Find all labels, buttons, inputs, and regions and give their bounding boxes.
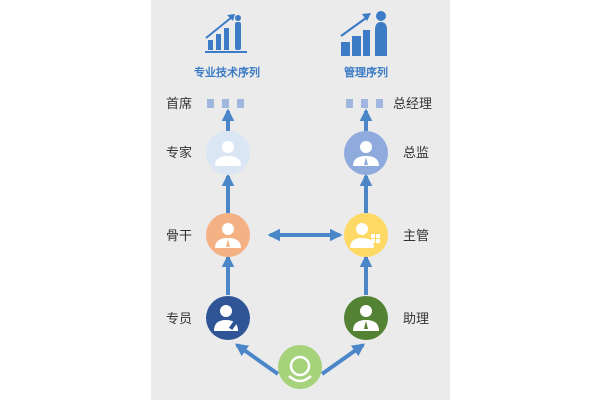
label-backbone: 骨干: [166, 229, 193, 244]
label-specialist: 专员: [166, 312, 193, 327]
arrow-start-to-assistant: [320, 343, 366, 376]
label-director: 总监: [403, 146, 430, 161]
header-left-title: 专业技术序列: [194, 66, 260, 79]
header-right-icon: [340, 11, 387, 56]
node-expert: [206, 131, 250, 175]
label-gm: 总经理: [393, 97, 433, 112]
label-supervisor: 主管: [403, 229, 430, 244]
arrow-start-to-specialist: [234, 343, 280, 376]
label-assistant: 助理: [403, 312, 430, 327]
label-expert: 专家: [166, 146, 193, 161]
node-specialist: [206, 296, 250, 340]
right-top-placeholder: [346, 99, 383, 108]
header-left-icon: [205, 14, 247, 53]
left-top-placeholder: [207, 99, 244, 108]
node-assistant: [344, 296, 388, 340]
node-supervisor: [344, 213, 388, 257]
node-backbone: [206, 213, 250, 257]
label-chief: 首席: [166, 97, 193, 112]
node-start: [278, 345, 322, 389]
node-director: [344, 131, 388, 175]
diagram-panel: [151, 0, 450, 400]
header-right-title: 管理序列: [344, 66, 388, 79]
